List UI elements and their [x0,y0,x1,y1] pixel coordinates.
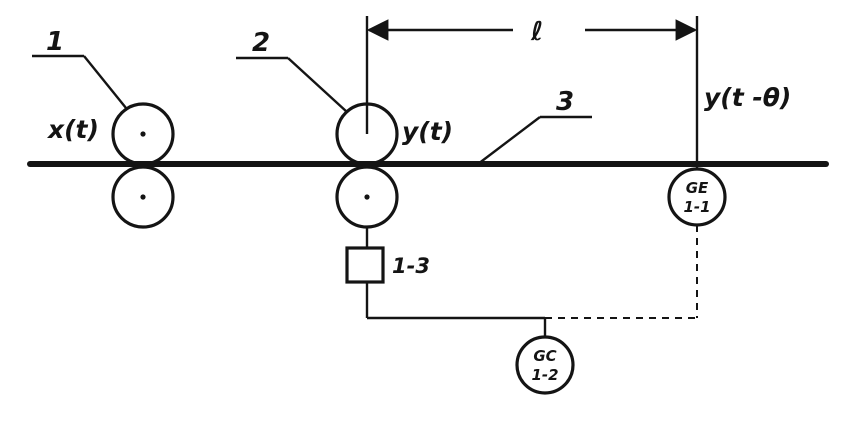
roll-1-bottom-center [140,194,146,200]
sensor-ge-1-1: GE 1-1 [667,167,727,227]
label-delayed-signal: y(t -θ) [704,83,791,112]
label-roll-1: 1 [46,27,64,57]
label-length: ℓ [530,17,543,47]
label-actuator: 1-3 [392,254,430,278]
controller-gc-label-bottom: 1-2 [531,366,558,384]
controller-gc-label-top: GC [533,347,556,365]
actuator-1-3 [345,246,385,284]
roll-stand-1 [111,102,175,229]
sensor-ge-label-top: GE [686,179,709,197]
roll-1-top-center [140,131,146,137]
leader-roll-2 [287,57,348,113]
leader-roll-1 [83,55,127,109]
controller-gc-1-2: GC 1-2 [515,335,575,395]
sensor-ge-label-bottom: 1-1 [683,198,710,216]
roll-1-top [111,102,175,166]
label-output-signal: y(t) [402,117,453,146]
roll-2-bottom-center [364,194,370,200]
roll-1-bottom [111,165,175,229]
sensor-ge-circle [667,167,727,227]
label-strip-3: 3 [556,87,574,117]
label-input-signal: x(t) [46,115,99,144]
label-roll-2: 2 [252,28,270,58]
controller-gc-circle [515,335,575,395]
leader-strip-3 [477,116,541,165]
